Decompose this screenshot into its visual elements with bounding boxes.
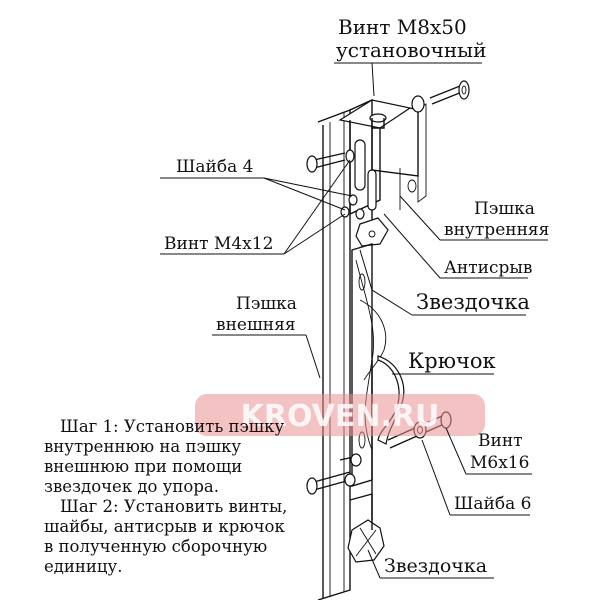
label-outer-hinge-line1: Пэшка [236,294,297,314]
label-screw-m6-line1: Винт [478,431,523,451]
label-hook: Крючок [408,349,496,373]
part-labels: Винт М8х50 установочный Шайба 4 Винт М4х… [164,15,549,577]
step2-line2: шайбы, антисрыв и крючок [44,517,285,536]
label-outer-hinge-line2: внешняя [216,315,296,335]
label-inner-hinge-line1: Пэшка [474,199,535,219]
step2-line1: Шаг 2: Установить винты, [60,497,287,516]
watermark: KROVEN.RU [195,394,485,436]
screw-upper-left [306,149,355,173]
set-screw-m8-part [369,113,387,129]
anti-lift-part [355,217,389,247]
label-screw-m4: Винт М4х12 [164,234,273,254]
screw-lower-left [306,453,362,495]
label-screw-m8-line1: Винт М8х50 [338,15,467,39]
step1-line3: внешнюю при помощи [44,457,242,476]
washer4-part [340,194,365,220]
label-inner-hinge-line2: внутренняя [444,220,549,240]
watermark-text: KROVEN.RU [241,399,440,434]
hook-part [351,243,405,487]
step2-line4: единицу. [44,557,122,576]
label-washer4: Шайба 4 [176,157,253,177]
step1-line2: внутреннюю на пэшку [44,437,241,456]
instructions: Шаг 1: Установить пэшку внутреннюю на пэ… [44,417,287,576]
step1-line4: звездочек до упора. [44,477,219,496]
sprocket-bottom-part [347,493,385,563]
label-screw-m6-line2: М6х16 [470,453,529,473]
label-sprocket-top: Звездочка [416,290,530,314]
step2-line3: в полученную сборочную [44,537,267,556]
step1-line1: Шаг 1: Установить пэшку [60,417,284,436]
label-washer6: Шайба 6 [454,494,531,514]
label-screw-m8-line2: установочный [336,38,486,62]
leader-lines [160,62,548,579]
screw-m8-exploded [411,80,470,113]
label-sprocket-bottom: Звездочка [384,555,487,577]
label-anti-lift: Антисрыв [444,258,532,278]
